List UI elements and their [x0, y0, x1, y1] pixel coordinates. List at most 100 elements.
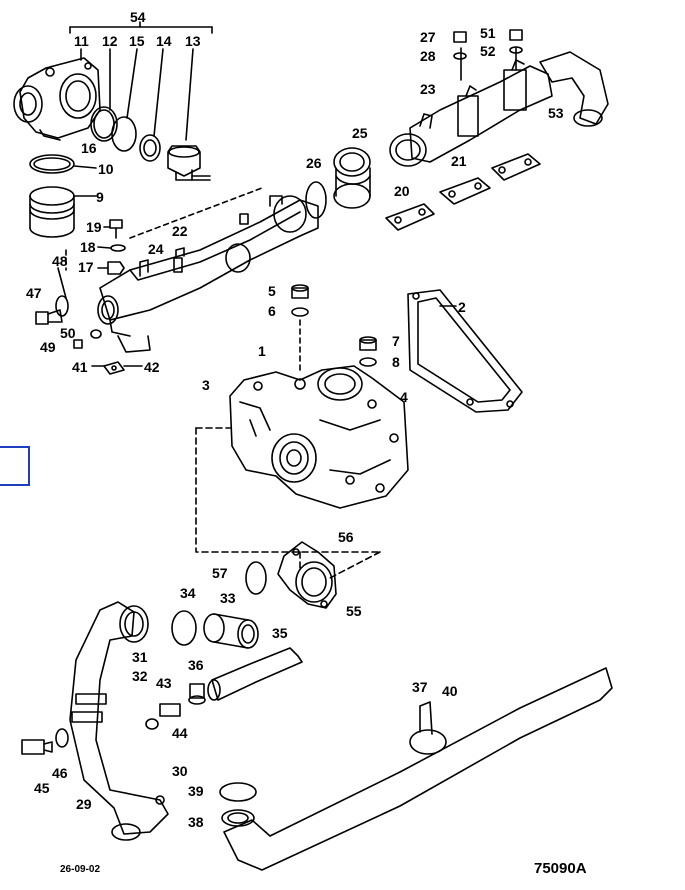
callout-54: 54 [130, 9, 146, 25]
callout-1: 1 [258, 343, 266, 359]
callout-43: 43 [156, 675, 172, 691]
selection-box[interactable] [0, 446, 30, 486]
callout-22: 22 [172, 223, 188, 239]
callout-50: 50 [60, 325, 76, 341]
callout-4: 4 [400, 389, 408, 405]
callout-16: 16 [81, 140, 97, 156]
callout-49: 49 [40, 339, 56, 355]
callout-15: 15 [129, 33, 145, 49]
water-pump-housing-1 [229, 365, 409, 509]
thermostat-13 [167, 145, 211, 181]
callout-2: 2 [458, 299, 466, 315]
callout-38: 38 [188, 814, 204, 830]
callout-8: 8 [392, 354, 400, 370]
hose-53 [539, 51, 609, 127]
callout-25: 25 [352, 125, 368, 141]
outlet-fitting-55 [277, 541, 337, 609]
callout-9: 9 [96, 189, 104, 205]
hose-sleeve-9 [29, 186, 75, 238]
o-ring-12 [90, 106, 118, 142]
callout-46: 46 [52, 765, 68, 781]
long-hose-38 [221, 667, 613, 871]
callout-41: 41 [72, 359, 88, 375]
callout-53: 53 [548, 105, 564, 121]
o-ring-10 [29, 154, 75, 174]
callout-33: 33 [220, 590, 236, 606]
callout-55: 55 [346, 603, 362, 619]
callout-24: 24 [148, 241, 164, 257]
washer-8 [359, 357, 377, 367]
callout-14: 14 [156, 33, 172, 49]
o-ring-57 [245, 561, 267, 595]
plug-49 [73, 339, 83, 349]
thermostat-housing-11 [13, 57, 101, 141]
callout-10: 10 [98, 161, 114, 177]
callout-5: 5 [268, 283, 276, 299]
figure-reference: 75090A [534, 860, 587, 877]
callout-26: 26 [306, 155, 322, 171]
callout-47: 47 [26, 285, 42, 301]
callout-39: 39 [188, 783, 204, 799]
callout-36: 36 [188, 657, 204, 673]
leader-14 [153, 48, 164, 137]
callout-31: 31 [132, 649, 148, 665]
callout-19: 19 [86, 219, 102, 235]
callout-34: 34 [180, 585, 196, 601]
gasket-21 [491, 153, 541, 181]
hose-35 [207, 647, 303, 701]
washer-18 [110, 244, 126, 252]
clamp-40 [409, 701, 447, 755]
gasket-20 [439, 177, 491, 205]
callout-42: 42 [144, 359, 160, 375]
callout-45: 45 [34, 780, 50, 796]
callout-7: 7 [392, 333, 400, 349]
seal-46 [55, 728, 69, 748]
clip-42 [103, 361, 125, 375]
plug-7 [359, 336, 377, 351]
callout-51: 51 [480, 25, 496, 41]
leader-13 [185, 48, 194, 141]
seal-14 [139, 134, 161, 162]
callout-20: 20 [394, 183, 410, 199]
callout-37: 37 [412, 679, 428, 695]
callout-21: 21 [451, 153, 467, 169]
fitting-45 [21, 739, 53, 755]
callout-30: 30 [172, 763, 188, 779]
callout-44: 44 [172, 725, 188, 741]
gasket-2 [407, 289, 523, 413]
coolant-pipe-22 [97, 195, 319, 353]
o-ring-15 [111, 116, 137, 152]
callout-17: 17 [78, 259, 94, 275]
callout-13: 13 [185, 33, 201, 49]
bolt-19 [109, 219, 123, 239]
callout-3: 3 [202, 377, 210, 393]
o-ring-34 [171, 610, 197, 646]
cap-27 [453, 31, 467, 43]
o-ring-26 [305, 181, 327, 219]
clamp-39 [219, 782, 257, 802]
callout-35: 35 [272, 625, 288, 641]
washer-50 [90, 329, 102, 339]
plug-5 [291, 284, 309, 299]
callout-57: 57 [212, 565, 228, 581]
callout-48: 48 [52, 253, 68, 269]
callout-27: 27 [420, 29, 436, 45]
callout-32: 32 [132, 668, 148, 684]
callout-28: 28 [420, 48, 436, 64]
date-code: 26-09-02 [60, 864, 101, 875]
callout-23: 23 [420, 81, 436, 97]
callout-40: 40 [442, 683, 458, 699]
callout-12: 12 [102, 33, 118, 49]
washer-52 [509, 46, 523, 54]
callout-52: 52 [480, 43, 496, 59]
callout-6: 6 [268, 303, 276, 319]
leader-15 [126, 48, 138, 119]
washer-28 [453, 52, 467, 60]
washer-6 [291, 307, 309, 317]
fitting-36 [188, 683, 206, 705]
callout-18: 18 [80, 239, 96, 255]
sleeve-25 [333, 147, 371, 209]
cap-51 [509, 29, 523, 41]
fitting-43 [145, 703, 181, 730]
pipe-29 [69, 601, 169, 841]
